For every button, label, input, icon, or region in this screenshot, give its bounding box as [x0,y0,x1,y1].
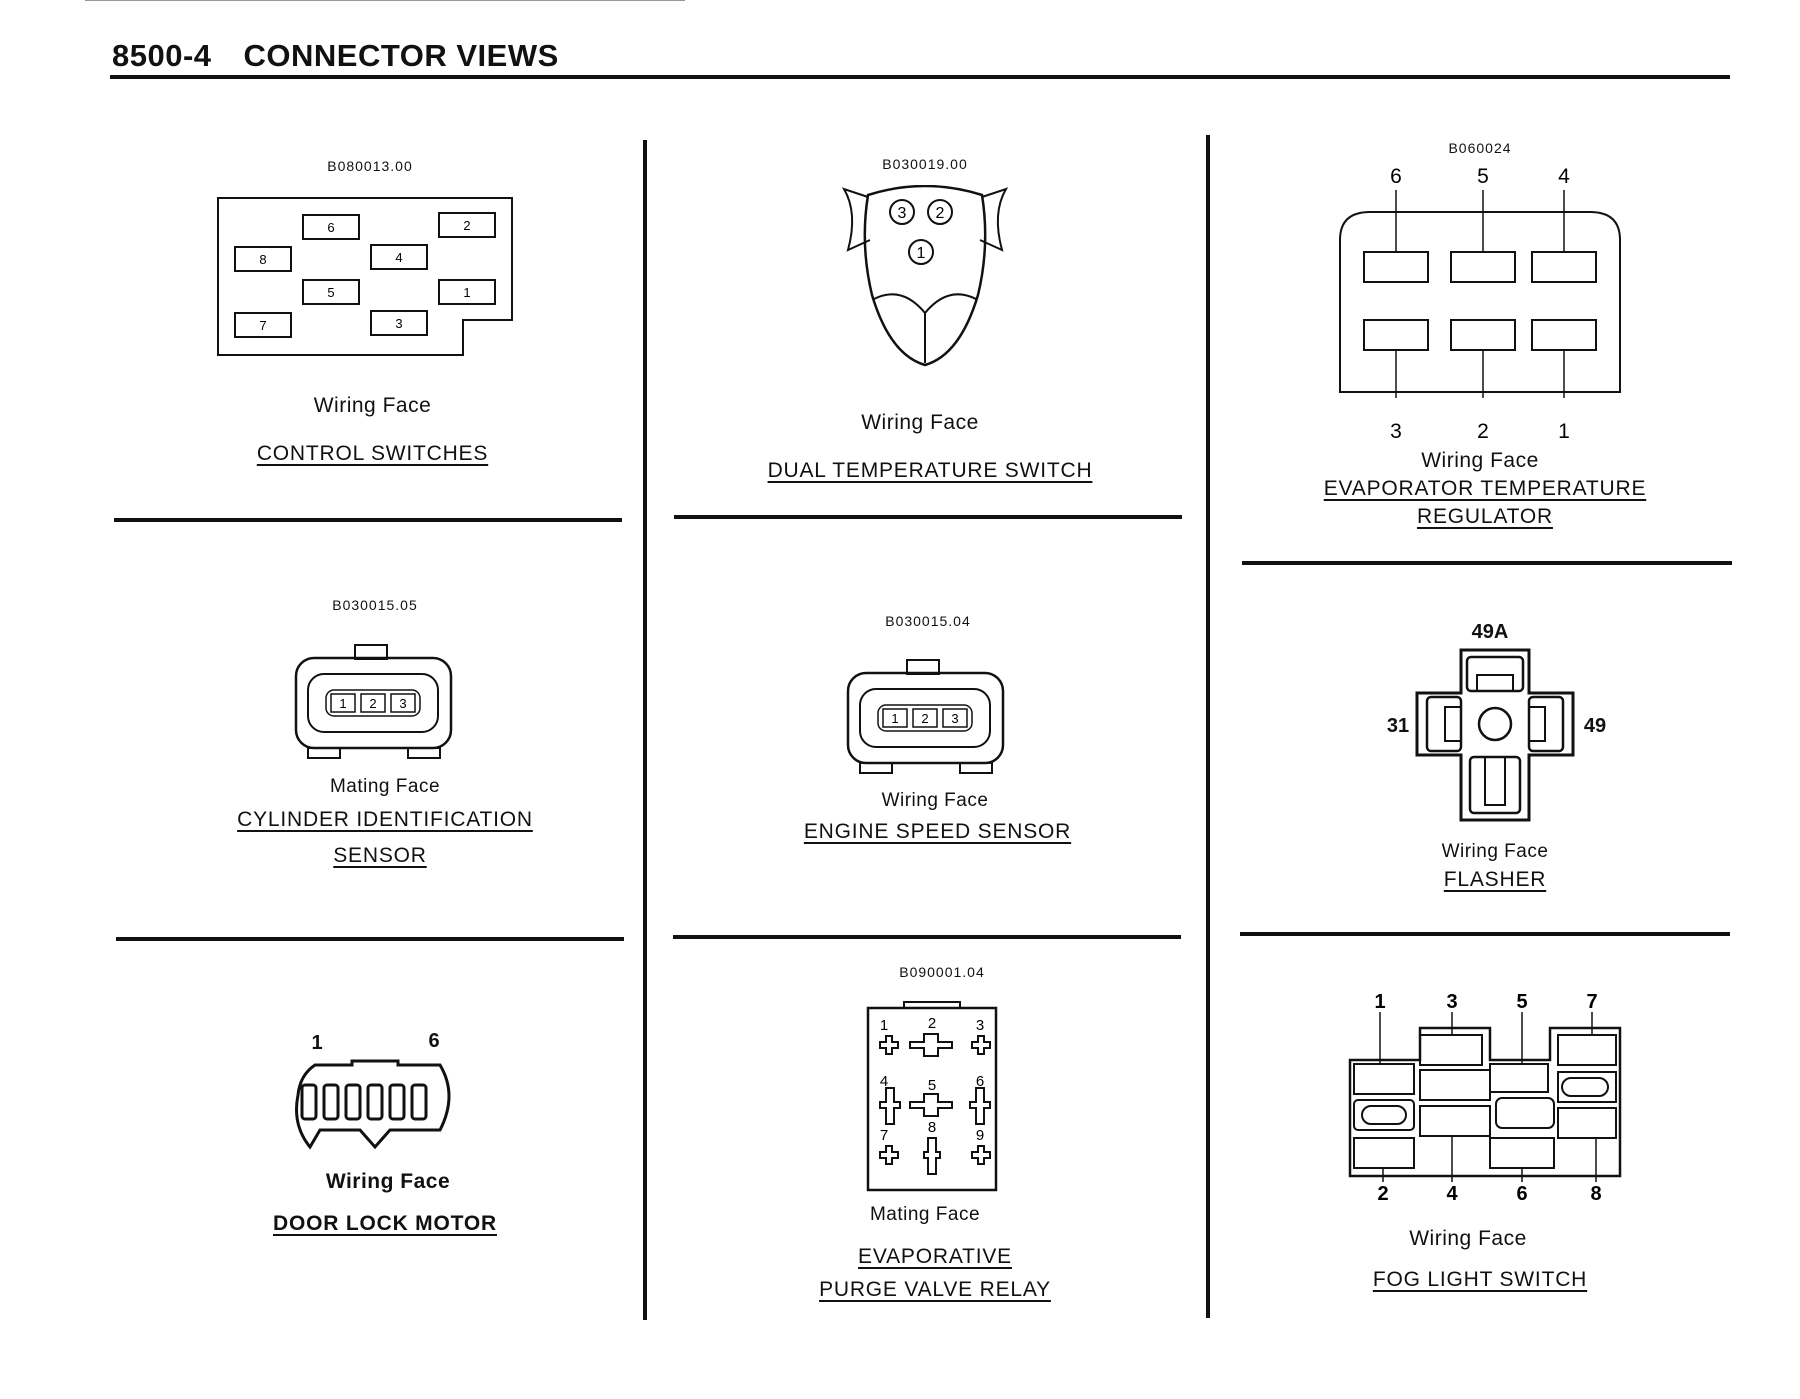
pin-label: 2 [1377,1183,1388,1200]
pin-label: 1 [463,285,470,300]
face-label: Wiring Face [1421,449,1539,472]
pin-label: 5 [1516,991,1527,1013]
row-divider-1-col3 [1242,561,1732,565]
dual-temperature-switch-diagram: 3 2 1 [841,185,1009,367]
evaporator-temperature-regulator-diagram: 6 5 4 3 2 1 [1339,165,1621,443]
door-lock-motor-diagram [295,1059,451,1150]
pin-label-right: 49 [1583,715,1607,737]
connector-title: FLASHER [1443,868,1547,891]
face-label: Mating Face [869,1204,981,1225]
pin-label-left: 31 [1386,715,1410,737]
face-label: Wiring Face [325,1170,451,1193]
connector-title: DUAL TEMPERATURE SWITCH [767,459,1093,482]
connector-title-line1: EVAPORATIVE [858,1245,1012,1268]
face-label: Wiring Face [1441,841,1549,862]
face-label: Wiring Face [881,790,989,811]
pin-label: 6 [1390,165,1402,188]
pin-label: 3 [951,711,958,726]
connector-code: B060024 [1448,140,1512,156]
fog-light-switch-diagram: 1 3 5 7 2 4 6 8 [1348,991,1622,1200]
face-label: Wiring Face [861,411,979,434]
pin-label: 5 [928,1077,936,1094]
pin-label: 2 [369,696,376,711]
pin-label: 1 [880,1017,888,1034]
pin-label: 1 [1558,420,1570,443]
pin-label: 3 [898,205,907,222]
page-heading: CONNECTOR VIEWS [243,38,559,73]
control-switches-connector-diagram: 6 2 8 4 5 1 7 3 [217,197,513,356]
pin-label: 6 [1516,1183,1527,1200]
pin-label: 4 [395,250,402,265]
flasher-connector-diagram [1415,648,1575,822]
pin-label-last: 6 [428,1030,440,1052]
pin-label-top: 49A [1471,621,1509,643]
connector-title-line2: REGULATOR [1417,505,1553,528]
pin-label: 8 [259,252,266,267]
pin-label: 7 [880,1127,888,1144]
connector-title-line2: PURGE VALVE RELAY [819,1278,1051,1301]
pin-label: 2 [1477,420,1489,443]
connector-code: B030019.00 [882,156,968,172]
connector-code: B030015.05 [332,597,418,613]
engine-speed-sensor-diagram: 1 2 3 [846,659,1005,774]
connector-code: B080013.00 [327,158,413,174]
connector-title: DOOR LOCK MOTOR [273,1212,497,1235]
row-divider-2-col1 [116,937,624,941]
pin-label: 9 [976,1127,984,1144]
pin-label: 7 [259,318,266,333]
pin-label-first: 1 [311,1032,323,1054]
face-label: Wiring Face [1409,1227,1527,1250]
row-divider-2-col3 [1240,932,1730,936]
pin-label: 4 [1558,165,1570,188]
pin-label: 2 [928,1015,936,1032]
connector-title-line1: CYLINDER IDENTIFICATION [237,808,533,831]
face-label: Wiring Face [313,394,432,417]
column-divider-right [1206,135,1210,1318]
connector-code: B090001.04 [899,964,985,980]
header-rule [110,75,1730,79]
pin-label: 2 [463,218,470,233]
page-title: 8500-4 CONNECTOR VIEWS [112,38,559,74]
pin-label: 1 [917,245,926,262]
pin-label: 3 [976,1017,984,1034]
pin-label: 1 [1374,991,1385,1013]
connector-code: B030015.04 [885,613,971,629]
pin-label: 1 [339,696,346,711]
connector-title: ENGINE SPEED SENSOR [803,820,1072,843]
connector-title-line2: SENSOR [333,844,427,867]
pin-label: 1 [891,711,898,726]
row-divider-2-col2 [673,935,1181,939]
pin-label: 2 [936,205,945,222]
pin-label: 4 [1446,1183,1458,1200]
pin-label: 8 [1590,1183,1601,1200]
connector-title: FOG LIGHT SWITCH [1372,1268,1588,1291]
pin-label: 2 [921,711,928,726]
page-number: 8500-4 [112,38,212,73]
pin-label: 3 [399,696,406,711]
pin-label: 6 [327,220,334,235]
pin-label: 4 [880,1073,888,1090]
connector-title-line1: EVAPORATOR TEMPERATURE [1323,477,1647,500]
pin-label: 8 [928,1119,936,1136]
pin-label: 5 [1477,165,1489,188]
row-divider-1-col1 [114,518,622,522]
column-divider-left [643,140,647,1320]
connector-title: CONTROL SWITCHES [256,442,489,465]
pin-label: 3 [1390,420,1402,443]
face-label: Mating Face [329,776,441,797]
cylinder-identification-sensor-diagram: 1 2 3 [294,644,453,759]
row-divider-1-col2 [674,515,1182,519]
pin-label: 3 [395,316,402,331]
pin-label: 3 [1446,991,1457,1013]
top-edge-line [85,0,685,1]
pin-label: 5 [327,285,334,300]
evaporative-purge-relay-diagram: 1 2 3 4 5 6 7 8 9 [866,1001,998,1192]
pin-label: 6 [976,1073,984,1090]
pin-label: 7 [1586,991,1597,1013]
